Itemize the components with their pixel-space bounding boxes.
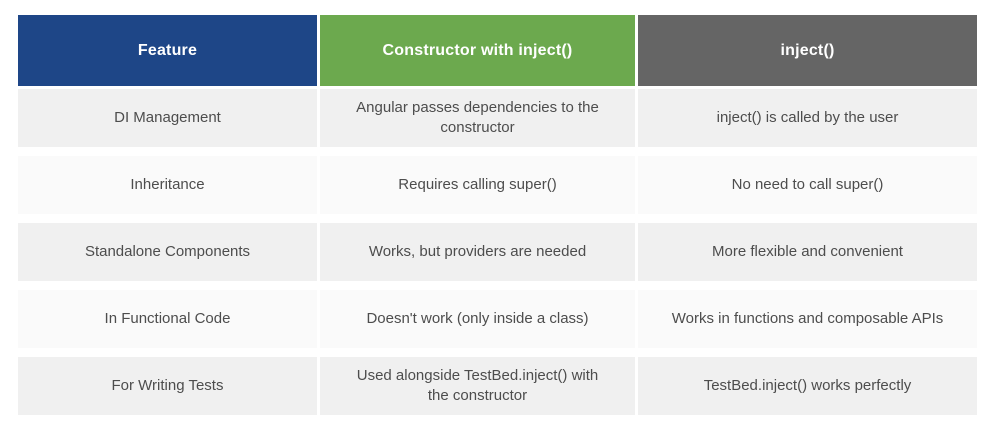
table-row-for-writing-tests: For Writing Tests Used alongside TestBed… [18, 357, 977, 415]
constructor-cell: Used alongside TestBed.inject() with the… [320, 357, 635, 415]
inject-cell: inject() is called by the user [638, 89, 977, 147]
header-cell-feature: Feature [18, 15, 317, 86]
header-cell-constructor-with-inject: Constructor with inject() [320, 15, 635, 86]
constructor-cell: Works, but providers are needed [320, 223, 635, 281]
feature-cell: In Functional Code [18, 290, 317, 348]
feature-cell: Inheritance [18, 156, 317, 214]
inject-cell: Works in functions and composable APIs [638, 290, 977, 348]
header-cell-inject: inject() [638, 15, 977, 86]
feature-cell: Standalone Components [18, 223, 317, 281]
inject-cell: More flexible and convenient [638, 223, 977, 281]
table-row-standalone-components: Standalone Components Works, but provide… [18, 223, 977, 281]
feature-cell: DI Management [18, 89, 317, 147]
table-header-row: Feature Constructor with inject() inject… [18, 15, 977, 86]
constructor-cell: Doesn't work (only inside a class) [320, 290, 635, 348]
inject-cell: No need to call super() [638, 156, 977, 214]
constructor-cell: Requires calling super() [320, 156, 635, 214]
inject-cell: TestBed.inject() works perfectly [638, 357, 977, 415]
comparison-table: Feature Constructor with inject() inject… [18, 15, 977, 415]
constructor-cell: Angular passes dependencies to the const… [320, 89, 635, 147]
table-row-inheritance: Inheritance Requires calling super() No … [18, 156, 977, 214]
table-row-in-functional-code: In Functional Code Doesn't work (only in… [18, 290, 977, 348]
feature-cell: For Writing Tests [18, 357, 317, 415]
table-row-di-management: DI Management Angular passes dependencie… [18, 89, 977, 147]
